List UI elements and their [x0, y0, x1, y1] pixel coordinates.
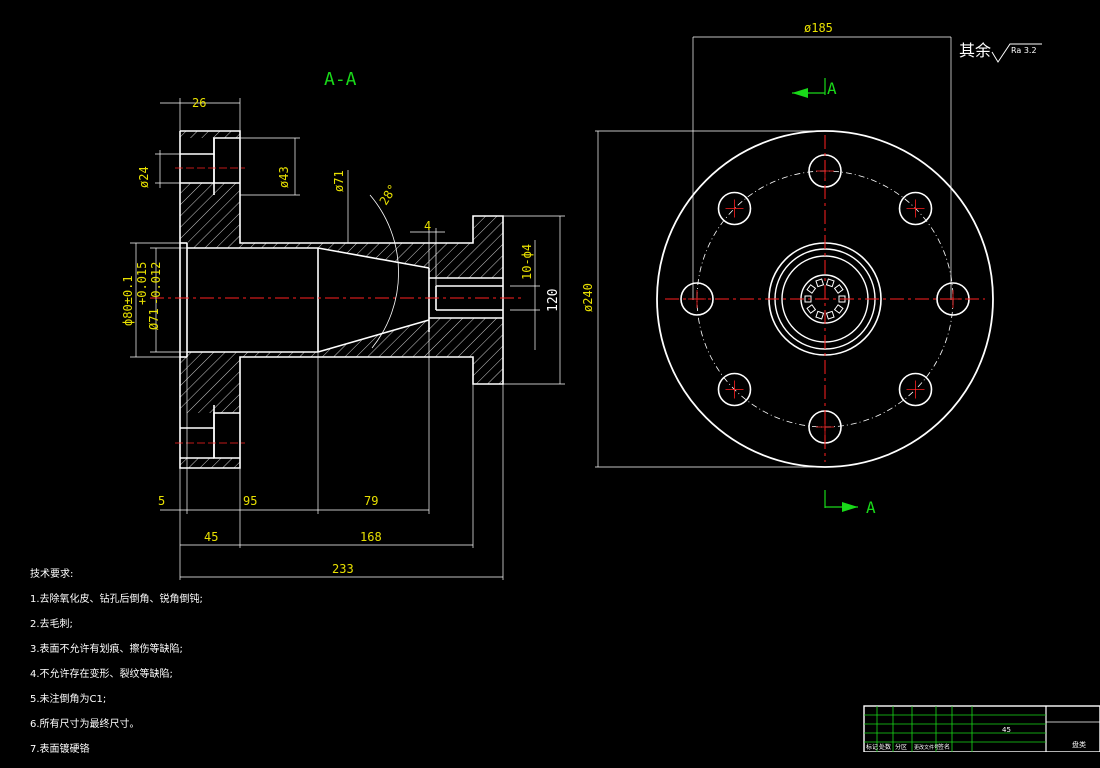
dim-tol-upper: +0.015 — [135, 262, 149, 305]
spline-tooth — [825, 310, 835, 320]
dim-angle: 28° — [377, 182, 400, 208]
note-item: 6.所有尺寸为最终尺寸。 — [30, 719, 140, 730]
note-item: 7.表面镀硬铬 — [30, 744, 90, 755]
bolt-hole-upper — [180, 138, 240, 183]
dim-l79: 79 — [364, 494, 378, 508]
dim-d71: ø71 — [332, 170, 346, 192]
spline-tooth — [825, 278, 835, 288]
note-item: 3.表面不允许有划痕、擦伤等缺陷; — [30, 644, 183, 655]
dim-d24: ø24 — [137, 166, 151, 188]
section-label: A-A — [324, 69, 357, 90]
view-marker-bottom: A — [866, 498, 876, 517]
title-block-header-4: 更改文件号 — [914, 744, 939, 751]
bolt-hole — [717, 191, 752, 226]
front-view — [595, 36, 1042, 512]
dim-d80: ф80±0.1 — [121, 275, 135, 326]
spline-tooth — [833, 284, 844, 294]
spline-tooth — [806, 304, 817, 314]
dim-d185: ø185 — [804, 21, 833, 35]
spline-tooth — [815, 310, 825, 320]
bolt-hole — [898, 372, 933, 407]
dim-d240: ø240 — [581, 283, 595, 312]
title-block-part-name: 盘类 — [1072, 740, 1086, 749]
title-block — [863, 705, 1100, 752]
note-item: 4.不允许存在变形、裂纹等缺陷; — [30, 669, 173, 680]
title-block-header-1: 标记 — [866, 743, 878, 751]
angle-arc — [369, 194, 399, 349]
dim-l95: 95 — [243, 494, 257, 508]
title-block-header-5: 签名 — [938, 743, 950, 751]
dim-d43: ø43 — [277, 166, 291, 188]
roughness-prefix: 其余 — [959, 41, 991, 60]
roughness-value: Ra 3.2 — [1011, 46, 1037, 55]
bolt-hole — [680, 282, 714, 316]
dim-l168: 168 — [360, 530, 382, 544]
title-block-header-2: 处数 — [879, 743, 891, 751]
bolt-hole-lower — [180, 413, 240, 458]
bolt-hole — [717, 372, 752, 407]
note-item: 1.去除氧化皮、钻孔后倒角、锐角倒钝; — [30, 594, 203, 605]
dim-l233: 233 — [332, 562, 354, 576]
spline-tooth — [806, 284, 817, 294]
dim-tol-lower: -0.012 — [149, 262, 163, 305]
dim-d71-tol: Ø71 — [147, 308, 161, 330]
view-marker-top: A — [827, 79, 837, 98]
spline-tooth — [815, 278, 825, 288]
dim-holes: 10-ф4 — [520, 244, 534, 280]
spline-teeth — [804, 278, 846, 320]
section-marker-bottom — [824, 490, 858, 512]
dim-l45: 45 — [204, 530, 218, 544]
technical-notes: 技术要求: 1.去除氧化皮、钻孔后倒角、锐角倒钝; 2.去毛刺; 3.表面不允许… — [30, 568, 203, 768]
note-item: 5.未注倒角为C1; — [30, 694, 107, 705]
dim-l5: 5 — [158, 494, 165, 508]
section-marker-top — [792, 78, 826, 98]
dim-w4: 4 — [424, 219, 431, 233]
section-view — [150, 130, 525, 469]
section-dimension-lines — [130, 98, 565, 580]
roughness-symbol — [991, 43, 1042, 63]
title-block-material: 45 — [1002, 726, 1011, 734]
spline-tooth — [833, 304, 844, 314]
title-block-header-3: 分区 — [895, 743, 907, 751]
flange-outer-circle — [656, 130, 994, 468]
dim-w26: 26 — [192, 96, 206, 110]
bolt-hole — [898, 191, 933, 226]
note-item: 2.去毛刺; — [30, 619, 73, 630]
section-hatch-lower — [180, 318, 503, 468]
dim-h120: 120 — [546, 289, 561, 312]
notes-title: 技术要求: — [30, 569, 74, 580]
cad-drawing: A-A A A 其余 Ra 3.2 ø185 ø240 26 ø24 ø43 ø… — [121, 21, 1100, 752]
